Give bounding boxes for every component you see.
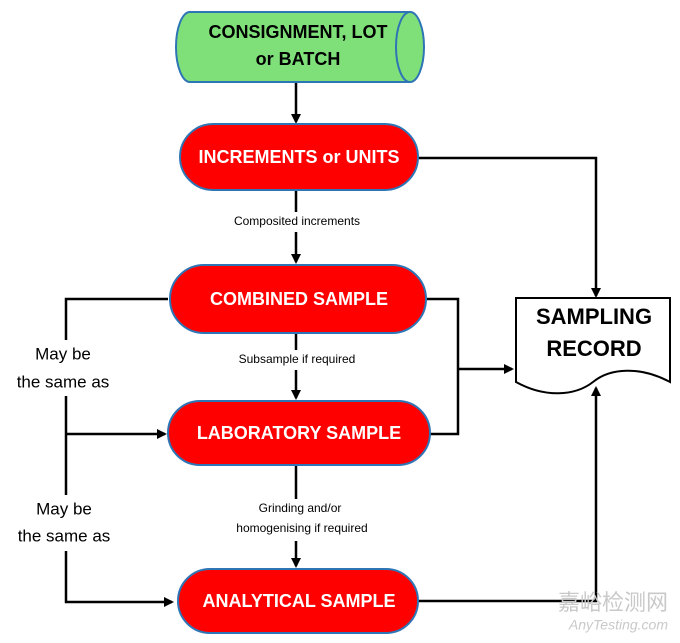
connector-left-bracket [64, 297, 174, 607]
edge-label-grinding-line2: homogenising if required [236, 521, 367, 535]
node-combined: COMBINED SAMPLE [169, 264, 427, 334]
consignment-label-line2: or BATCH [256, 49, 341, 69]
sampling-record-label-line1: SAMPLING [536, 304, 652, 329]
edge-label-composited: Composited increments [234, 214, 360, 228]
subsample-label-bg [216, 350, 378, 370]
sampling-record-label-line2: RECORD [546, 336, 641, 361]
side-note-upper-line2: the same as [17, 372, 110, 391]
watermark-english: AnyTesting.com [568, 617, 668, 633]
node-sampling-record: SAMPLING RECORD [515, 297, 671, 395]
side-note-upper-bg [6, 340, 118, 396]
node-laboratory: LABORATORY SAMPLE [167, 400, 431, 466]
side-note-lower-bg [4, 495, 124, 551]
side-note-lower-line2: the same as [18, 526, 111, 545]
side-note-upper-line1: May be [35, 344, 91, 363]
combined-label: COMBINED SAMPLE [210, 289, 388, 309]
arrow-increments-to-record [418, 156, 601, 298]
grinding-label-bg [210, 499, 396, 541]
consignment-cylinder-edge [395, 11, 411, 83]
increments-shape [179, 123, 419, 191]
analytical-label: ANALYTICAL SAMPLE [202, 591, 395, 611]
watermark-chinese: 嘉峪检测网 [558, 591, 668, 616]
laboratory-shape [167, 400, 431, 466]
side-note-lower-line1: May be [36, 499, 92, 518]
edge-label-grinding-line1: Grinding and/or [259, 501, 342, 515]
composited-label-bg [210, 212, 384, 232]
laboratory-label: LABORATORY SAMPLE [197, 423, 401, 443]
sampling-record-shape [515, 297, 671, 395]
analytical-shape [177, 568, 419, 634]
combined-shape [169, 264, 427, 334]
node-consignment: CONSIGNMENT, LOT or BATCH [175, 11, 425, 83]
connector-combined-to-record [426, 297, 460, 436]
arrow-analytical-to-record [418, 386, 601, 603]
node-analytical: ANALYTICAL SAMPLE [177, 568, 419, 634]
increments-label: INCREMENTS or UNITS [198, 147, 399, 167]
edge-label-subsample: Subsample if required [239, 352, 356, 366]
consignment-label-line1: CONSIGNMENT, LOT [209, 22, 388, 42]
node-increments: INCREMENTS or UNITS [179, 123, 419, 191]
